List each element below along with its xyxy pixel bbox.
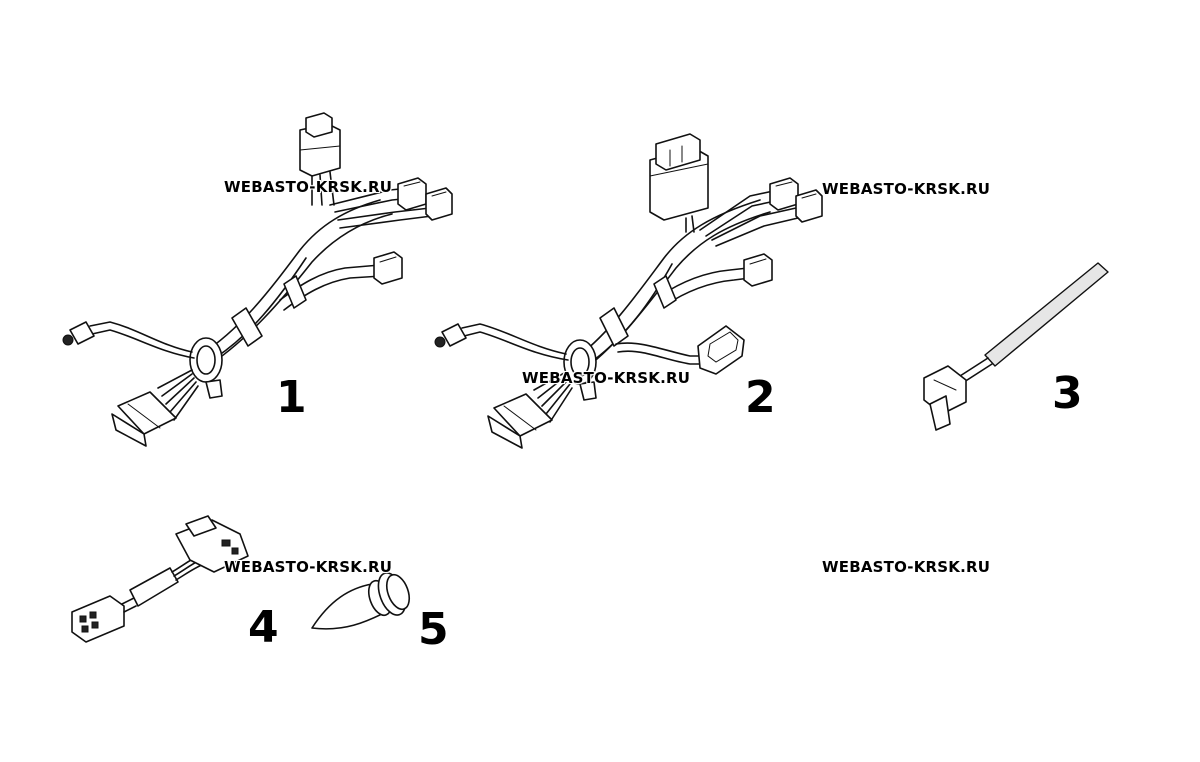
part-1-label: 1 xyxy=(276,372,307,423)
watermark-text: WEBASTO-KRSK.RU xyxy=(822,180,991,198)
part-4-socket-connector xyxy=(175,515,249,573)
watermark-text: WEBASTO-KRSK.RU xyxy=(522,369,691,387)
part-1-wiring-harness xyxy=(62,112,453,447)
part-1-branch-connector xyxy=(373,251,403,285)
part-2-branch-connector xyxy=(743,253,773,287)
part-2-right-connector-b xyxy=(795,189,823,223)
watermark-text: WEBASTO-KRSK.RU xyxy=(822,558,991,576)
part-4-square-plug xyxy=(71,595,125,643)
part-2-oval-connector xyxy=(697,325,745,375)
part-5-label: 5 xyxy=(418,604,449,655)
part-1-main-connector xyxy=(111,391,177,447)
part-2-label: 2 xyxy=(745,372,776,423)
part-2-top-connector xyxy=(649,133,709,221)
part-1-small-plug xyxy=(62,321,95,346)
part-2-wiring-harness xyxy=(434,133,823,449)
part-4-adapter-cable xyxy=(71,515,249,643)
part-1-right-connector-a xyxy=(397,177,427,211)
part-4-label: 4 xyxy=(248,602,279,653)
watermark-text: WEBASTO-KRSK.RU xyxy=(224,558,393,576)
part-2-grommet xyxy=(563,339,597,401)
part-3-sensor-connector xyxy=(923,365,967,431)
part-2-right-connector-a xyxy=(769,177,799,211)
part-1-top-connector xyxy=(299,112,341,206)
part-1-grommet xyxy=(189,337,223,399)
part-2-main-connector xyxy=(487,393,553,449)
part-5-grommet-cap xyxy=(311,572,411,630)
part-2-small-plug xyxy=(434,323,467,348)
part-3-label: 3 xyxy=(1052,368,1083,419)
part-3-sensor xyxy=(923,262,1109,431)
watermark-text: WEBASTO-KRSK.RU xyxy=(224,178,393,196)
part-1-right-connector-b xyxy=(425,187,453,221)
